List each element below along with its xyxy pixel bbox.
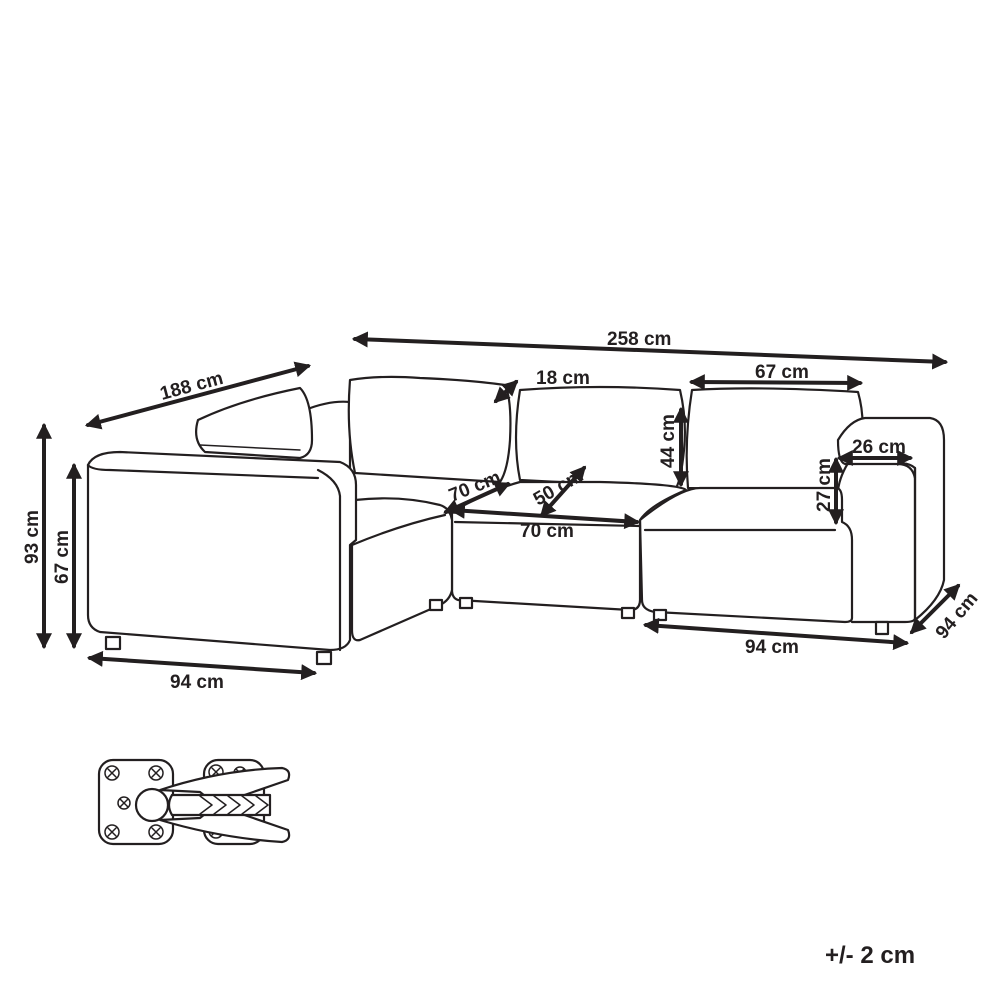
connector-clip-illustration	[97, 758, 291, 846]
label-18: 18 cm	[536, 368, 590, 389]
dim-94-right-arrow	[642, 617, 910, 651]
tolerance-note: +/- 2 cm	[825, 942, 915, 969]
sofa-illustration	[86, 375, 946, 666]
dim-188-arrow	[84, 361, 312, 430]
label-94-left: 94 cm	[170, 672, 224, 693]
label-94-right: 94 cm	[745, 637, 799, 658]
label-93: 93 cm	[22, 510, 43, 564]
left-armrest-block	[86, 450, 358, 652]
label-44: 44 cm	[658, 414, 679, 468]
dim-70-width-arrow	[448, 502, 641, 530]
label-27: 27 cm	[814, 458, 835, 512]
dim-258-arrow	[351, 331, 949, 370]
label-26: 26 cm	[852, 437, 906, 458]
label-258: 258 cm	[607, 329, 671, 350]
label-188: 188 cm	[158, 368, 226, 405]
dim-94-left-arrow	[86, 650, 318, 681]
corner-seat	[350, 497, 454, 642]
dim-94-depth-arrow	[909, 583, 961, 635]
label-67-left: 67 cm	[52, 530, 73, 584]
corner-back-cushion	[347, 375, 512, 484]
dim-67-cushion-arrow	[688, 374, 864, 391]
dim-18-arrow	[493, 379, 519, 404]
label-94-depth: 94 cm	[932, 588, 983, 643]
dimension-arrows	[36, 331, 961, 681]
label-67-cushion: 67 cm	[755, 362, 809, 383]
label-70-width: 70 cm	[520, 521, 574, 542]
